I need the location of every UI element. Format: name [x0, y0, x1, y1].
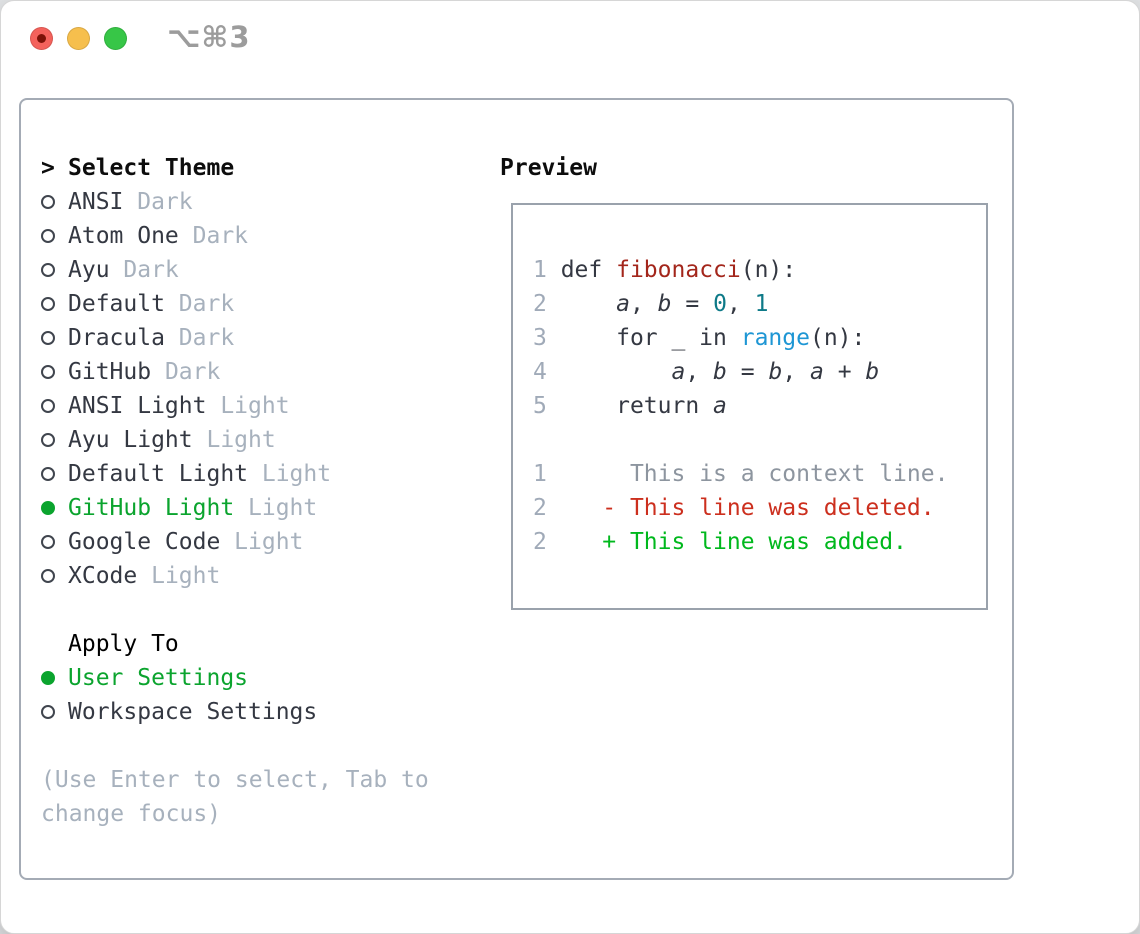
radio-unselected-icon: [41, 195, 55, 209]
radio-icon: [41, 195, 68, 209]
option-variant-label: Dark: [123, 257, 179, 283]
theme-option-xcode[interactable]: XCode Light: [41, 559, 429, 593]
help-text: (Use Enter to select, Tab to change focu…: [41, 763, 429, 831]
theme-option-google-code[interactable]: Google Code Light: [41, 525, 429, 559]
apply-to-header: Apply To: [41, 627, 429, 661]
theme-option-default-light[interactable]: Default Light Light: [41, 457, 429, 491]
theme-option-github[interactable]: GitHub Dark: [41, 355, 429, 389]
radio-icon: [41, 399, 68, 413]
theme-option-default[interactable]: Default Dark: [41, 287, 429, 321]
radio-icon: [41, 569, 68, 583]
radio-unselected-icon: [41, 229, 55, 243]
option-label: XCode: [68, 563, 138, 589]
radio-icon: [41, 535, 68, 549]
option-label: Google Code: [68, 529, 221, 555]
code-line: 4 a, b = b, a + b: [533, 359, 880, 385]
option-label: ANSI Light: [68, 393, 207, 419]
radio-unselected-icon: [41, 705, 55, 719]
radio-unselected-icon: [41, 433, 55, 447]
option-label: User Settings: [68, 665, 249, 691]
option-variant-label: Dark: [192, 223, 249, 249]
apply-option-workspace-settings[interactable]: Workspace Settings: [41, 695, 429, 729]
option-label: Dracula: [68, 325, 165, 351]
code-line: 1 def fibonacci(n):: [533, 257, 797, 283]
select-theme-title: Select Theme: [68, 155, 235, 181]
radio-unselected-icon: [41, 569, 55, 583]
radio-unselected-icon: [41, 535, 55, 549]
code-preview: 1 def fibonacci(n): 2 a, b = 0, 1 3 for _ …: [513, 205, 986, 559]
theme-option-atom-one[interactable]: Atom One Dark: [41, 219, 429, 253]
preview-title: Preview: [500, 155, 597, 181]
close-dot-icon: [37, 34, 46, 43]
radio-unselected-icon: [41, 365, 55, 379]
apply-option-user-settings[interactable]: User Settings: [41, 661, 429, 695]
option-variant-label: Dark: [137, 189, 193, 215]
code-line: 2 - This line was deleted.: [533, 495, 935, 521]
theme-option-github-light[interactable]: GitHub Light Light: [41, 491, 429, 525]
theme-option-ayu-light[interactable]: Ayu Light Light: [41, 423, 429, 457]
zoom-button[interactable]: [104, 27, 127, 50]
option-variant-label: Light: [151, 563, 221, 589]
select-theme-header: > Select Theme: [41, 151, 429, 185]
theme-option-dracula[interactable]: Dracula Dark: [41, 321, 429, 355]
option-variant-label: Light: [248, 495, 318, 521]
radio-icon: [41, 365, 68, 379]
code-line: 2 + This line was added.: [533, 529, 907, 555]
apply-to-title: Apply To: [68, 631, 179, 657]
preview-box: 1 def fibonacci(n): 2 a, b = 0, 1 3 for _ …: [511, 203, 988, 610]
radio-icon: [41, 467, 68, 481]
code-line: 3 for _ in range(n):: [533, 325, 866, 351]
theme-option-ansi-light[interactable]: ANSI Light Light: [41, 389, 429, 423]
option-label: Default Light: [68, 461, 249, 487]
help-line-2: change focus): [41, 801, 222, 827]
option-label: Ayu: [68, 257, 110, 283]
option-variant-label: Light: [206, 427, 276, 453]
option-variant-label: Dark: [178, 291, 235, 317]
radio-icon: [41, 671, 68, 685]
selection-caret: >: [41, 155, 55, 181]
radio-icon: [41, 229, 68, 243]
option-variant-label: Light: [220, 393, 290, 419]
minimize-button[interactable]: [67, 27, 90, 50]
option-label: Default: [68, 291, 165, 317]
radio-selected-icon: [41, 671, 55, 685]
theme-option-ansi[interactable]: ANSI Dark: [41, 185, 429, 219]
radio-icon: [41, 705, 68, 719]
radio-unselected-icon: [41, 297, 55, 311]
code-line: 2 a, b = 0, 1: [533, 291, 769, 317]
radio-unselected-icon: [41, 331, 55, 345]
help-line-1: (Use Enter to select, Tab to: [41, 767, 429, 793]
option-variant-label: Dark: [164, 359, 221, 385]
close-button[interactable]: [30, 27, 53, 50]
theme-option-ayu[interactable]: Ayu Dark: [41, 253, 429, 287]
spacer: [41, 729, 429, 763]
radio-icon: [41, 331, 68, 345]
radio-icon: [41, 501, 68, 515]
radio-icon: [41, 433, 68, 447]
option-variant-label: Light: [234, 529, 304, 555]
window-shortcut-title: ⌥⌘3: [167, 20, 251, 54]
option-variant-label: Dark: [178, 325, 235, 351]
code-line: 5 return a: [533, 393, 727, 419]
radio-selected-icon: [41, 501, 55, 515]
option-variant-label: Light: [261, 461, 332, 487]
code-line: 1 This is a context line.: [533, 461, 949, 487]
option-label: Atom One: [68, 223, 179, 249]
spacer: [41, 593, 429, 627]
radio-unselected-icon: [41, 467, 55, 481]
option-label: GitHub: [68, 359, 152, 385]
radio-unselected-icon: [41, 399, 55, 413]
radio-icon: [41, 297, 68, 311]
option-label: ANSI: [68, 189, 124, 215]
code-blank-line: [533, 423, 986, 457]
option-label: Ayu Light: [68, 427, 193, 453]
option-label: GitHub Light: [68, 495, 235, 521]
option-label: Workspace Settings: [68, 699, 318, 725]
radio-icon: [41, 263, 68, 277]
radio-unselected-icon: [41, 263, 55, 277]
